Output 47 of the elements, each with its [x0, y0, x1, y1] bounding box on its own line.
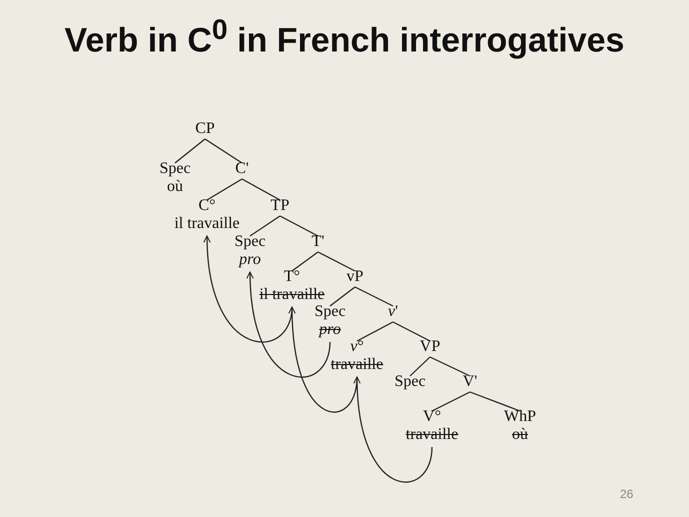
- word-label: pro: [239, 251, 261, 269]
- word-label: il travaille: [174, 215, 240, 233]
- category-label: CP: [195, 120, 215, 138]
- tree-branch: [174, 138, 206, 164]
- word-label: où: [167, 178, 183, 196]
- tree-branch: [430, 356, 470, 377]
- category-label: TP: [270, 197, 290, 215]
- category-label: Spec: [314, 303, 346, 321]
- page-number: 26: [620, 487, 634, 501]
- tree-branch: [280, 215, 318, 237]
- word-label: où: [512, 426, 528, 444]
- category-label: Spec: [159, 160, 191, 178]
- movement-arrow: [246, 272, 331, 378]
- category-label: C°: [198, 197, 216, 215]
- tree-branch: [470, 391, 520, 412]
- tree-branch: [250, 216, 280, 236]
- category-label: v': [388, 303, 398, 321]
- category-label: C': [235, 160, 249, 178]
- tree-branch: [432, 391, 470, 412]
- category-label: VP: [420, 338, 440, 356]
- category-label: V°: [423, 408, 441, 426]
- category-label: T°: [284, 268, 300, 286]
- tree-branch: [292, 252, 318, 272]
- tree-branch: [330, 286, 356, 306]
- slide-title: Verb in C$^{0}$ in French interrogatives: [64, 14, 626, 60]
- category-label: Spec: [394, 373, 426, 391]
- movement-arrow: [354, 376, 433, 483]
- word-label: travaille: [406, 426, 458, 444]
- word-label: travaille: [330, 356, 384, 374]
- tree-branch: [356, 321, 394, 342]
- movement-arrow: [288, 306, 358, 413]
- tree-branch: [354, 286, 394, 307]
- tree-branch: [410, 356, 430, 376]
- category-label: V': [462, 373, 478, 391]
- word-label: pro: [319, 321, 341, 339]
- word-label: il travaille: [259, 286, 325, 304]
- category-label: vP: [346, 268, 364, 286]
- category-label: WhP: [504, 408, 536, 426]
- movement-arrow: [204, 236, 293, 343]
- category-label: Spec: [234, 233, 266, 251]
- category-label: v°: [350, 338, 364, 356]
- tree-branch: [318, 251, 356, 272]
- tree-branch: [206, 178, 242, 201]
- tree-branch: [204, 138, 242, 164]
- tree-branch: [392, 321, 430, 342]
- category-label: T': [312, 233, 324, 251]
- tree-branch: [242, 178, 280, 201]
